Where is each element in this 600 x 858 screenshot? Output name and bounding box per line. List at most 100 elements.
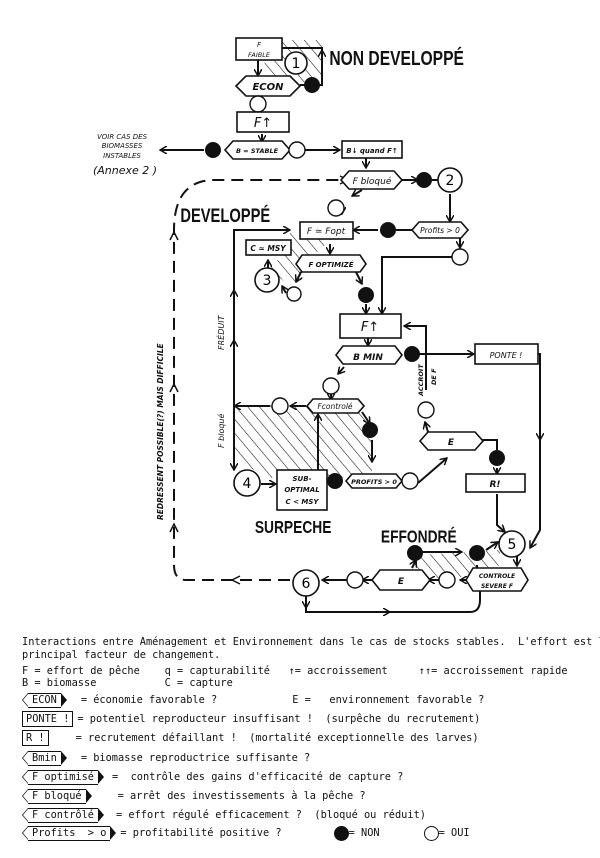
oui-dot xyxy=(327,199,345,217)
legend-text-r: = recrutement défaillant ! (mortalité ex… xyxy=(75,732,479,744)
caption-line-4: B = biomasse C = capture xyxy=(22,677,233,689)
node-f-controle-label: Fcontrolé xyxy=(317,402,352,411)
state-effondre: EFFONDRÉ xyxy=(381,526,457,547)
legend-text-ponte: = potentiel reproducteur insuffisant ! (… xyxy=(77,713,481,725)
key-non-dot xyxy=(333,825,349,841)
oui-dot xyxy=(271,397,289,415)
state-2-circle xyxy=(437,167,463,193)
node-c-msy xyxy=(245,239,292,256)
legend-text-profits: = profitabilité positive ? xyxy=(120,827,282,839)
legend-row-econ: ECON = économie favorable ? E = environn… xyxy=(22,692,484,708)
node-f-increase-1 xyxy=(236,111,290,133)
state-5-circle xyxy=(498,530,526,558)
node-f-increase-1-label: F↑ xyxy=(254,116,272,131)
oui-dot xyxy=(438,571,456,589)
node-f-faible xyxy=(235,37,283,61)
annotation-redressement: REDRESSENT POSSIBLE(?) MAIS DIFFICILE xyxy=(156,342,165,520)
key-oui-dot xyxy=(423,825,439,841)
node-f-increase-2-label: F↑ xyxy=(361,320,379,335)
legend-row-profits: Profits > o = profitabilité positive ? =… xyxy=(21,825,470,841)
non-dot xyxy=(327,473,343,489)
node-e-2-label: E xyxy=(398,577,405,587)
oui-dot xyxy=(417,401,435,419)
non-dot xyxy=(404,346,420,362)
legend-text-f-bloque: = arrêt des investissements à la pêche ? xyxy=(117,790,366,802)
node-sub-optimal-label-2: OPTIMAL xyxy=(284,486,319,494)
legend-row-f-controle: F contrôlé = effort régulé efficacement … xyxy=(22,807,426,823)
node-b-min-label: B MIN xyxy=(353,353,383,363)
key-oui-label: = OUI xyxy=(438,827,470,839)
caption-line-2: principal facteur de changement. xyxy=(22,649,221,661)
annotation-annexe: (Annexe 2 ) xyxy=(93,164,157,177)
legend-text-bmin: = biomasse reproductrice suffisante ? xyxy=(80,752,311,764)
node-e-1 xyxy=(418,431,485,451)
annotation-voir-2: BIOMASSES xyxy=(102,142,143,150)
oui-dot xyxy=(451,248,469,266)
non-dot xyxy=(407,545,423,561)
annotation-f-reduit: FRÉDUIT xyxy=(215,314,226,350)
flow-diagram: F FAIBLE ECON 1 NON DEVELOPPÉ F↑ B = STA… xyxy=(93,37,600,625)
node-e-1-label: E xyxy=(448,438,455,448)
state-surpeche: SURPECHE xyxy=(255,517,332,537)
state-4-circle xyxy=(233,469,261,497)
node-ponte xyxy=(474,343,539,365)
legend-text-econ: = économie favorable ? xyxy=(80,694,218,706)
state-3-circle xyxy=(254,267,280,293)
node-profits-1-label: Profits > 0 xyxy=(420,226,460,235)
non-dot xyxy=(489,450,505,466)
state-non-developpe: NON DEVELOPPÉ xyxy=(329,46,464,70)
non-dot xyxy=(380,222,396,238)
node-controle-severe-label-1: CONTROLE xyxy=(479,573,516,580)
node-econ-label: ECON xyxy=(252,82,284,93)
legend-symbol-f-bloque: F bloqué xyxy=(22,788,92,804)
legend-row-f-optimise: F optimisé = contrôle des gains d'effica… xyxy=(22,769,403,785)
non-dot xyxy=(358,287,374,303)
node-f-faible-label-1: F xyxy=(257,41,262,49)
node-b-decrease-label: B↓ quand F↑ xyxy=(346,147,397,155)
non-dot xyxy=(304,77,320,93)
legend-symbol-bmin: Bmin xyxy=(22,750,67,766)
node-f-fopt-label: F ≃ Fopt xyxy=(307,227,346,237)
legend-symbol-f-optimise: F optimisé xyxy=(22,769,104,785)
node-f-optimize-label: F OPTIMIZÉ xyxy=(308,260,353,269)
annotation-accroit-2: DE F xyxy=(430,368,438,385)
legend-row-r: R ! = recrutement défaillant ! (mortalit… xyxy=(22,730,479,746)
state-developpe: DEVELOPPÉ xyxy=(180,205,270,226)
legend-symbol-ponte: PONTE ! xyxy=(22,711,74,727)
key-non-label: = NON xyxy=(348,827,380,839)
annotation-accroit-1: ACCROIT xyxy=(417,364,425,397)
legend-text-f-controle: = effort régulé efficacement ? (bloqué o… xyxy=(116,809,426,821)
state-6-number: 6 xyxy=(302,576,311,592)
legend-text-f-optimise: = contrôle des gains d'efficacité de cap… xyxy=(112,771,404,783)
node-r xyxy=(465,473,526,493)
node-f-optimize xyxy=(295,254,367,273)
oui-dot xyxy=(249,95,267,113)
legend-symbol-econ: ECON xyxy=(22,692,67,708)
hatch-state-4b xyxy=(318,405,372,478)
node-econ xyxy=(234,75,302,97)
node-c-msy-label: C ≃ MSY xyxy=(250,244,287,253)
node-b-min xyxy=(334,345,404,365)
node-profits-2-label: PROFITS > 0 xyxy=(351,478,397,486)
node-b-stable-label: B = STABLE xyxy=(236,147,279,155)
state-6-circle xyxy=(292,569,320,597)
state-3-number: 3 xyxy=(263,273,272,289)
legend-symbol-profits: Profits > o xyxy=(21,825,117,841)
oui-dot xyxy=(401,472,419,490)
node-r-label: R! xyxy=(489,480,500,490)
caption-line-1: Interactions entre Aménagement et Enviro… xyxy=(22,636,600,648)
annotation-voir-3: INSTABLES xyxy=(103,152,141,160)
legend-symbol-f-controle: F contrôlé xyxy=(22,807,104,823)
node-f-faible-label-2: FAIBLE xyxy=(248,51,271,59)
legend-symbol-r: R ! xyxy=(22,730,49,746)
non-dot xyxy=(205,142,221,158)
annotation-f-bloque-side: F bloqué xyxy=(216,414,226,448)
node-f-increase-2 xyxy=(339,313,402,339)
node-f-fopt xyxy=(299,221,354,240)
legend-row-ponte: PONTE ! = potentiel reproducteur insuffi… xyxy=(22,711,480,727)
node-f-bloque xyxy=(339,170,404,190)
oui-dot xyxy=(322,377,340,395)
hatch-state-4 xyxy=(234,405,318,478)
caption-line-3: F = effort de pêche q = capturabilité ↑=… xyxy=(22,665,568,677)
legend-row-f-bloque: F bloqué = arrêt des investissements à l… xyxy=(22,788,366,804)
